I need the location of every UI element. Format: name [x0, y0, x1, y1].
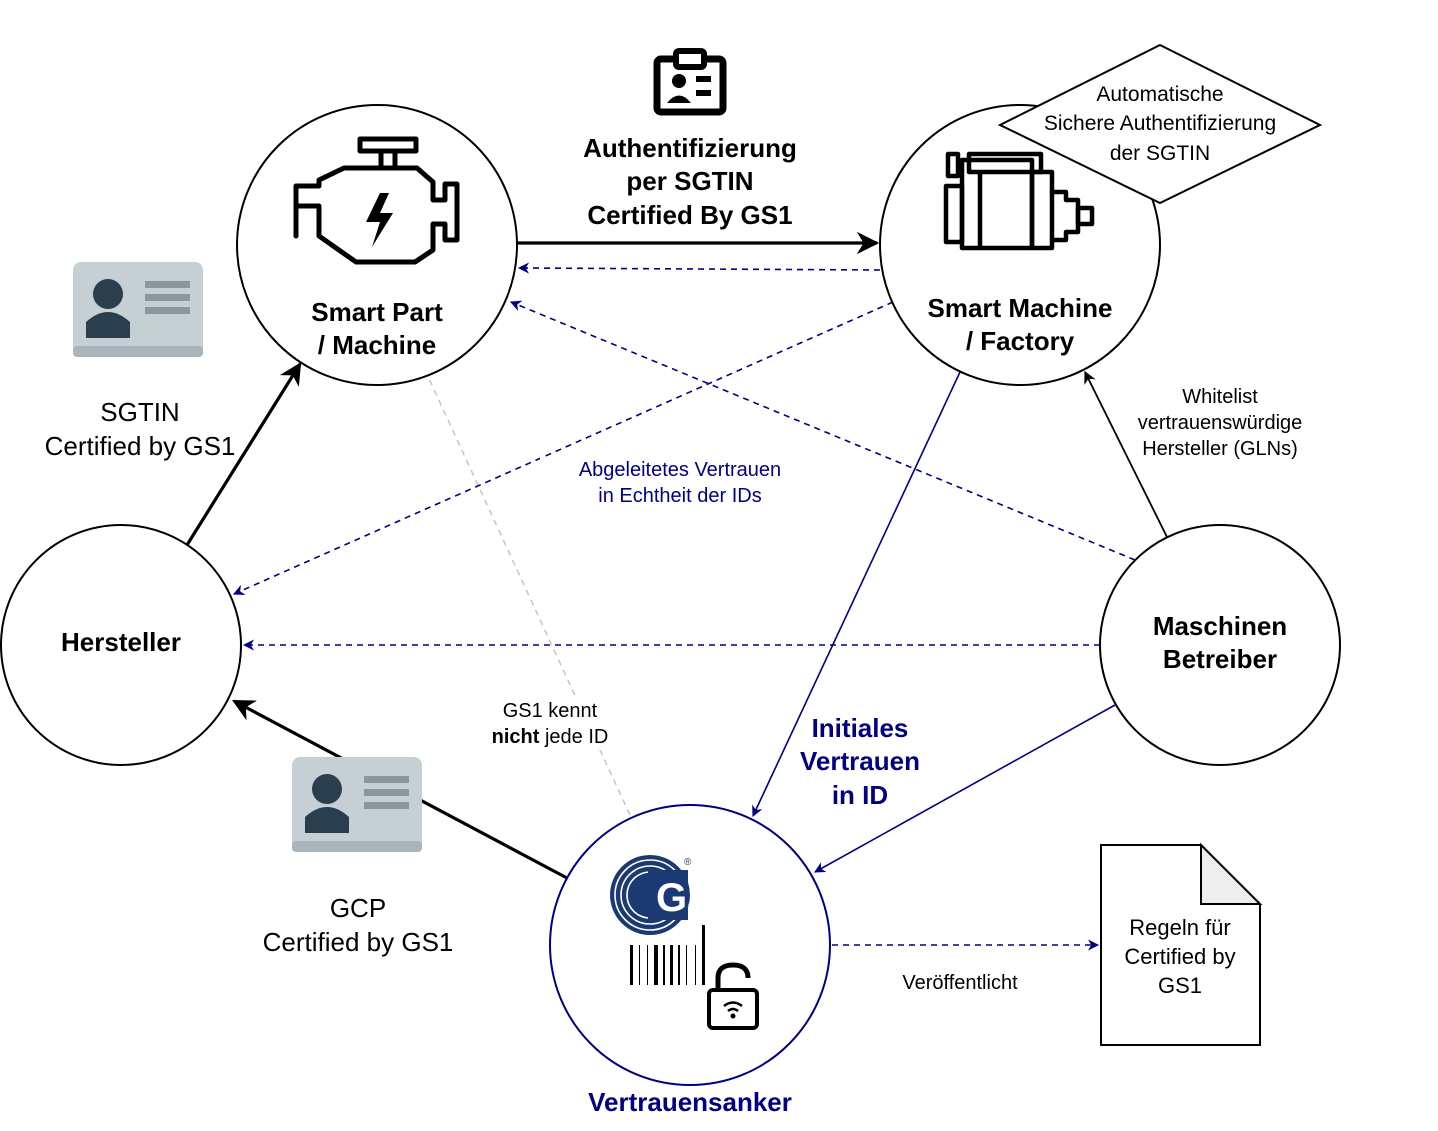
diamond-line2: Sichere Authentifizierung [1043, 112, 1277, 136]
hersteller-to-part-edge [185, 362, 302, 546]
svg-text:GS1: GS1 [656, 876, 736, 920]
barcode-bar [663, 945, 665, 985]
barcode-bar [702, 925, 705, 985]
auth-line2: per SGTIN [626, 166, 754, 197]
gcp-card-label: GCP Certified by GS1 [238, 892, 478, 960]
initial-line1: Initiales [811, 713, 909, 743]
sgtin-card-label: SGTIN Certified by GS1 [20, 396, 260, 464]
rules-line3: GS1 [1157, 973, 1203, 999]
diamond-line1: Automatische [1096, 83, 1224, 106]
barcode-bar [639, 945, 640, 985]
derived-trust-label: Abgeleitetes Vertrauen in Echtheit der I… [540, 457, 820, 509]
hersteller-label: Hersteller [61, 627, 181, 657]
auth-line3: Certified By GS1 [587, 199, 793, 230]
rules-line2: Certified by [1124, 944, 1236, 970]
initial-trust-label: Initiales Vertrauen in ID [780, 712, 940, 812]
sgtin-line1: SGTIN [100, 397, 180, 427]
gs1-knows-rest: jede ID [539, 726, 609, 748]
gs1-knows-line2: nicht jede ID [455, 724, 645, 750]
derived-line2: in Echtheit der IDs [598, 485, 762, 507]
barcode-bar [647, 945, 648, 985]
betreiber-to-machine-edge [1084, 370, 1168, 538]
auto-auth-diamond [997, 43, 1323, 205]
rules-line1: Regeln für [1129, 915, 1231, 940]
id-card-icon [73, 262, 203, 357]
smart-machine-label: Smart Machine / Factory [900, 292, 1140, 359]
auth-line1: Authentifizierung [583, 133, 797, 163]
barcode-bar [670, 945, 673, 985]
badge-icon [653, 48, 727, 116]
gcp-line1: GCP [329, 893, 387, 923]
whitelist-label: Whitelist vertrauenswürdige Hersteller (… [1110, 384, 1330, 462]
engine-icon [293, 136, 460, 265]
gcp-card-icon [292, 757, 422, 852]
whitelist-line3: Hersteller (GLNs) [1142, 438, 1298, 460]
gs1-knows-bold: nicht [491, 726, 540, 748]
anchor-node [549, 804, 831, 1086]
gs1-knows-label: GS1 kennt nicht jede ID [455, 698, 645, 750]
document-icon [1100, 842, 1263, 1046]
initial-line2: Vertrauen [800, 746, 920, 777]
published-label: Veröffentlicht [902, 972, 1018, 994]
smart-part-line2: / Machine [317, 330, 437, 361]
barcode-bar [695, 945, 696, 985]
barcode-bar [678, 945, 680, 985]
sgtin-line2: Certified by GS1 [44, 430, 236, 461]
smart-machine-line1: Smart Machine [927, 293, 1113, 323]
svg-text:®: ® [684, 857, 692, 868]
whitelist-line1: Whitelist [1182, 386, 1258, 408]
betreiber-node [1099, 524, 1341, 766]
derived-line1: Abgeleitetes Vertrauen [578, 459, 782, 481]
barcode-bar [630, 945, 633, 985]
betreiber-to-part-dashed [509, 300, 1136, 561]
machine-to-anchor-edge [752, 371, 961, 818]
auth-label: Authentifizierung per SGTIN Certified By… [540, 132, 840, 232]
rules-doc-label: Regeln für Certified by GS1 [1101, 913, 1259, 1000]
betreiber-label: Maschinen Betreiber [1120, 610, 1320, 677]
gs1-logo: GS1 ® [610, 855, 736, 935]
gs1-knows-line1: GS1 kennt [502, 700, 598, 722]
betreiber-line2: Betreiber [1162, 644, 1278, 675]
smart-part-line1: Smart Part [311, 297, 443, 327]
gcp-line2: Certified by GS1 [262, 926, 454, 957]
initial-line3: in ID [831, 779, 889, 810]
barcode-bar [686, 945, 687, 985]
unlock-icon [707, 962, 759, 1030]
diamond-label: Automatische Sichere Authentifizierung d… [1010, 80, 1310, 168]
smart-part-label: Smart Part / Machine [277, 296, 477, 363]
whitelist-line2: vertrauenswürdige [1137, 412, 1303, 434]
smart-part-node [236, 104, 518, 386]
smart-machine-line2: / Factory [965, 326, 1075, 357]
betreiber-to-anchor-edge [814, 704, 1116, 873]
diamond-line3: der SGTIN [1109, 141, 1211, 165]
hersteller-node [0, 524, 242, 766]
machine-to-part-dashed [517, 262, 881, 274]
barcode-icon [630, 925, 705, 985]
machine-icon [943, 151, 1095, 251]
barcode-bar [654, 945, 658, 985]
anchor-label: Vertrauensanker [588, 1087, 792, 1117]
betreiber-line1: Maschinen [1152, 611, 1288, 641]
